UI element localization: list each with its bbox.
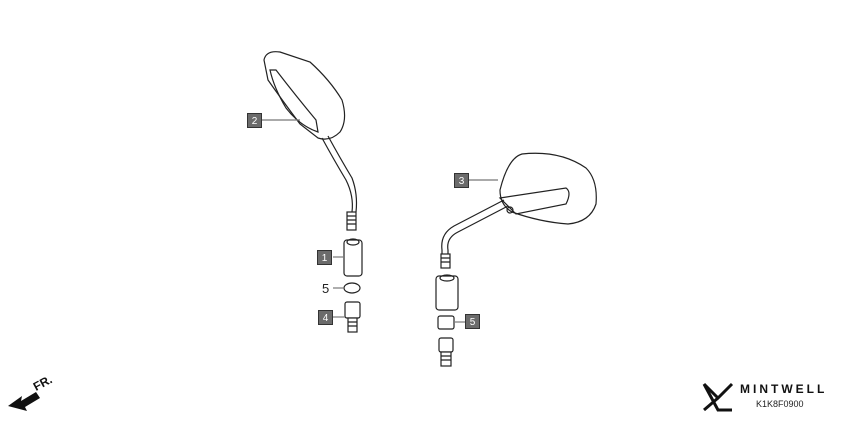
callout-2: 2	[247, 113, 262, 128]
callout-5-plain: 5	[322, 281, 330, 296]
left-mirror	[263, 51, 358, 231]
callout-3: 3	[454, 173, 469, 188]
right-fittings	[435, 274, 459, 367]
front-direction-arrow	[8, 392, 40, 411]
callout-5-boxed: 5	[465, 314, 480, 329]
callout-1: 1	[317, 250, 332, 265]
brand-name: MINTWELL	[740, 382, 828, 396]
brand-logo-icon	[702, 382, 734, 412]
left-fittings	[343, 238, 363, 333]
diagram-code: K1K8F0900	[756, 399, 804, 409]
callout-4: 4	[318, 310, 333, 325]
right-mirror	[440, 152, 597, 269]
